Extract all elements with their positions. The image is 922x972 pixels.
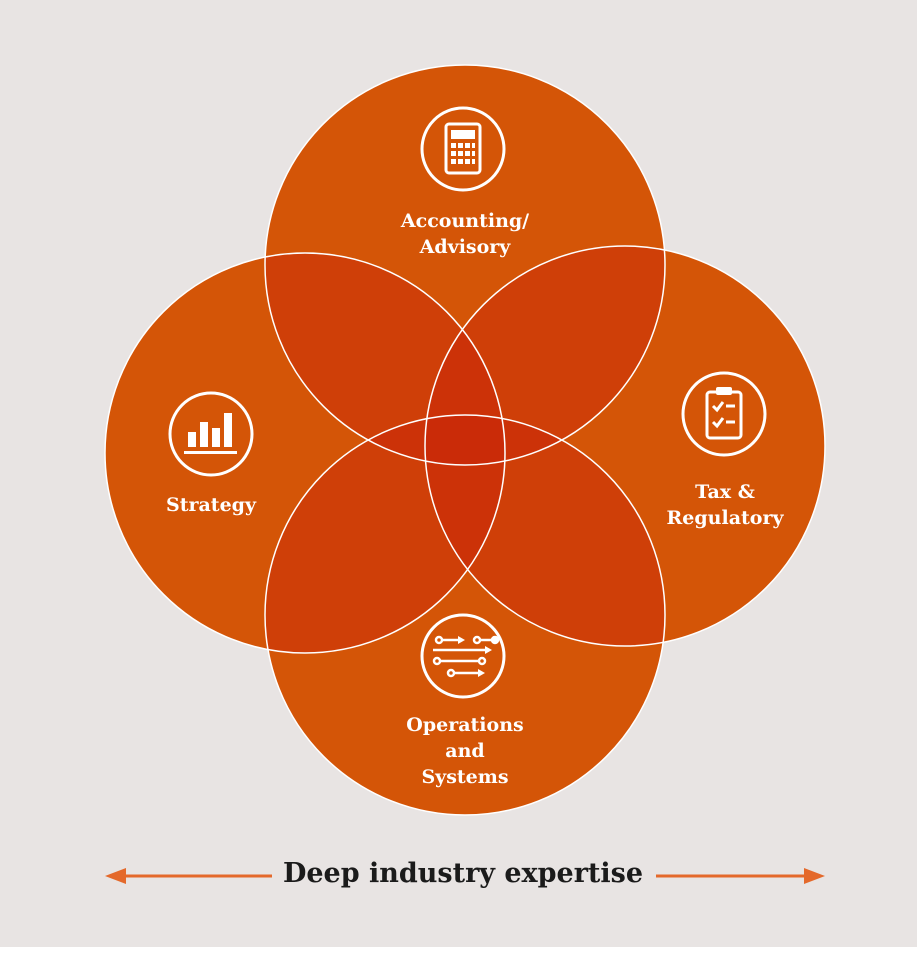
operations-label-line-1: Operations [406,714,524,736]
tax-label-line-1: Tax & [695,481,755,503]
clipboard-checklist-icon [681,371,767,457]
arrow-right-icon [656,868,825,884]
accounting-label-line-2: Advisory [419,236,511,258]
bar-chart-icon [168,391,254,477]
circle-outlines [104,64,826,816]
operations-label-line-3: Systems [421,766,509,788]
accounting-label: Accounting/ Advisory [401,208,529,260]
footer-caption: Deep industry expertise [282,858,644,889]
strategy-label-line-1: Strategy [165,494,257,516]
accounting-label-line-1: Accounting/ [400,210,530,232]
workflow-icon [420,613,506,699]
operations-label-line-2: and [445,740,485,762]
operations-label: Operations and Systems [406,712,523,790]
strategy-label: Strategy [166,492,256,518]
arrow-left-icon [105,868,272,884]
tax-label-line-2: Regulatory [666,507,784,529]
tax-label: Tax & Regulatory [666,479,783,531]
calculator-icon [420,106,506,192]
